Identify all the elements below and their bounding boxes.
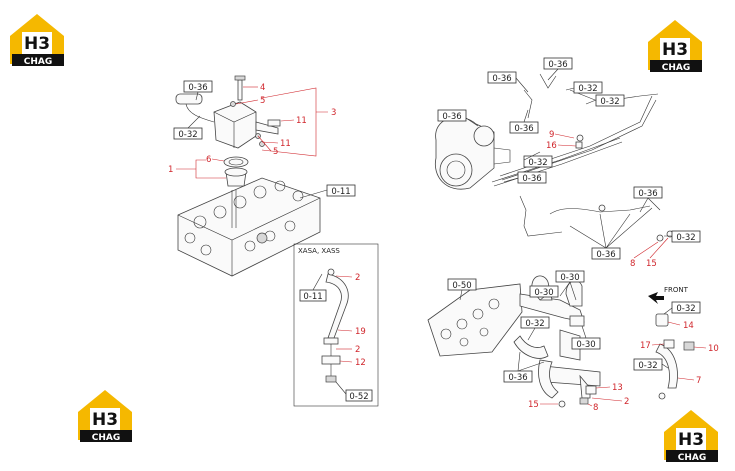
callout: 19 <box>355 327 366 337</box>
logo-mark: H3 <box>92 410 118 430</box>
callout: 2 <box>624 397 629 407</box>
variant-label: XASA, XASS <box>298 247 340 255</box>
callout: 16 <box>546 141 557 151</box>
ref-label: 0-36 <box>548 60 567 70</box>
section-water-pipes: FRONT 0-50 0-30 0-30 0-32 0-30 0-36 0-32… <box>427 270 719 413</box>
callout: 11 <box>280 139 291 149</box>
ref-label: 0-36 <box>522 174 541 184</box>
callout: 13 <box>612 383 623 393</box>
ref-label: 0-32 <box>528 158 547 168</box>
ref-label: 0-11 <box>331 187 350 197</box>
callout: 17 <box>640 341 651 351</box>
variant-inset-frame <box>293 243 379 407</box>
ref-label: 0-36 <box>596 250 615 260</box>
ref-label: 0-36 <box>638 189 657 199</box>
callout: 3 <box>331 108 336 118</box>
callout: 2 <box>355 273 360 283</box>
callout: 10 <box>708 344 719 354</box>
callout: 12 <box>355 358 366 368</box>
ref-label: 0-32 <box>525 319 544 329</box>
ref-label: 0-30 <box>534 288 553 298</box>
callout: 6 <box>206 155 211 165</box>
intake-manifold-drawing <box>427 283 523 357</box>
callout: 11 <box>296 116 307 126</box>
ref-label: 0-36 <box>508 373 527 383</box>
ref-label: 0-36 <box>188 83 207 93</box>
section-thermostat: 0-36 0-32 0-11 4 5 3 11 11 5 6 1 XASA, X… <box>168 75 379 407</box>
ref-label: 0-52 <box>349 392 368 402</box>
ref-label: 0-30 <box>560 273 579 283</box>
section-turbo-lines: 0-36 0-36 0-32 0-32 0-36 0-36 0-32 0-36 … <box>434 57 701 269</box>
callout: 2 <box>355 345 360 355</box>
logo-brand: CHAG <box>678 453 707 463</box>
front-arrow-icon <box>648 292 664 304</box>
callout: 7 <box>696 376 701 386</box>
thermostat-housing-drawing <box>213 101 257 149</box>
cylinder-head-drawing <box>177 177 321 277</box>
callout: 4 <box>260 83 265 93</box>
ref-label: 0-32 <box>600 97 619 107</box>
callout: 5 <box>260 96 265 106</box>
ref-label: 0-30 <box>576 340 595 350</box>
logo-top-left: H3 CHAG <box>10 14 64 67</box>
ref-label: 0-32 <box>578 84 597 94</box>
callout: 15 <box>646 259 657 269</box>
logo-mark: H3 <box>662 40 688 60</box>
ref-label: 0-32 <box>178 130 197 140</box>
logo-mark: H3 <box>24 34 50 54</box>
ref-label: 0-50 <box>452 281 471 291</box>
callout: 15 <box>528 400 539 410</box>
ref-label: 0-36 <box>492 74 511 84</box>
ref-label: 0-11 <box>303 292 322 302</box>
logo-brand: CHAG <box>92 433 121 443</box>
ref-label: 0-32 <box>676 233 695 243</box>
logo-brand: CHAG <box>662 63 691 73</box>
logo-brand: CHAG <box>24 57 53 67</box>
callout: 8 <box>593 403 598 413</box>
callout: 9 <box>549 130 554 140</box>
logo-top-right: H3 CHAG <box>648 20 702 73</box>
ref-label: 0-32 <box>638 361 657 371</box>
ref-label: 0-32 <box>676 304 695 314</box>
ref-label: 0-36 <box>442 112 461 122</box>
callout: 8 <box>630 259 635 269</box>
callout: 14 <box>683 321 694 331</box>
front-label: FRONT <box>664 286 689 294</box>
logo-bottom-right: H3 CHAG <box>664 410 718 463</box>
logo-bottom-left: H3 CHAG <box>78 390 132 443</box>
logo-mark: H3 <box>678 430 704 450</box>
callout: 1 <box>168 165 173 175</box>
ref-label: 0-36 <box>514 124 533 134</box>
callout: 5 <box>273 147 278 157</box>
